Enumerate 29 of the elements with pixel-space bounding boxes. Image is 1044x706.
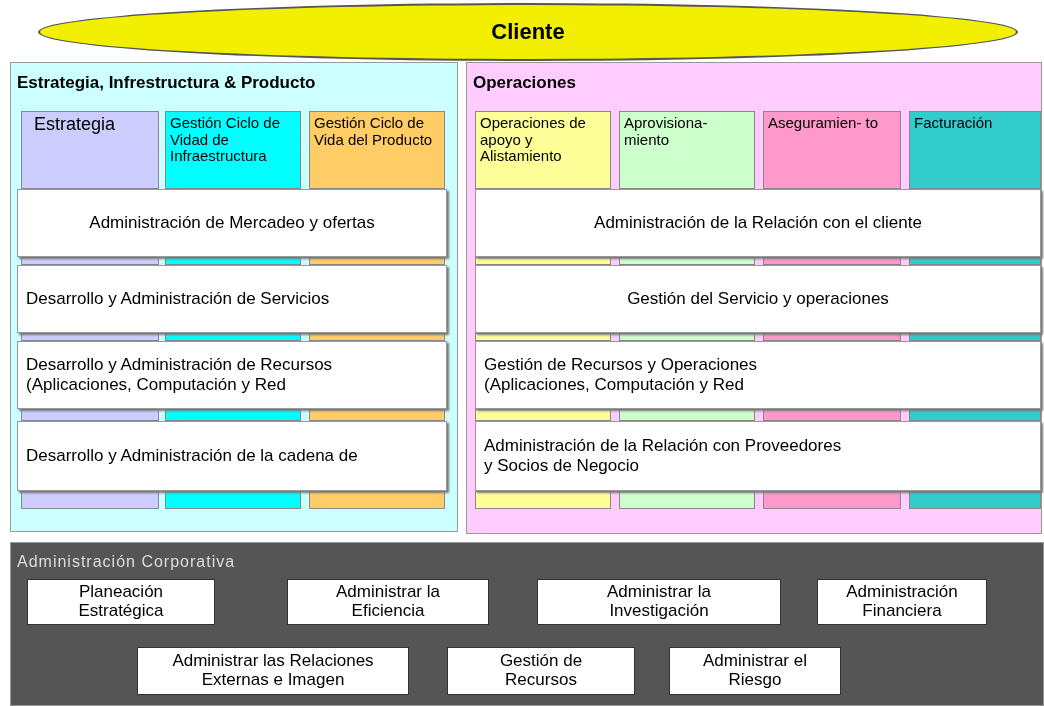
domain-panel: [466, 62, 1042, 534]
function-box: Administración Financiera: [817, 579, 987, 625]
domain-panel: [10, 62, 458, 532]
function-box: Gestión de Recursos: [447, 647, 635, 695]
process-row: Administración de la Relación con Proveedores y Socios de Negocio: [475, 421, 1041, 491]
process-column: Gestión Ciclo de Vida del Producto: [309, 111, 445, 189]
process-column: Operaciones de apoyo y Alistamiento: [475, 111, 611, 189]
function-box: Planeación Estratégica: [27, 579, 215, 625]
panel-title: Administración Corporativa: [17, 553, 236, 571]
process-column: Aseguramien- to: [763, 111, 901, 189]
process-row: Desarrollo y Administración de Servicios: [17, 265, 447, 333]
process-row: Gestión de Recursos y Operaciones (Aplicaciones, Computación y Red: [475, 341, 1041, 409]
process-row: Desarrollo y Administración de la cadena de: [17, 421, 447, 491]
process-column: Facturación: [909, 111, 1041, 189]
panel-title: Estrategia, Infrestructura & Producto: [17, 73, 316, 93]
panel-title: Operaciones: [473, 73, 576, 93]
process-column: Gestión Ciclo de Vidad de Infraestructura: [165, 111, 301, 189]
corporate-panel: [10, 542, 1044, 706]
process-row: Desarrollo y Administración de Recursos (Aplicaciones, Computación y Red: [17, 341, 447, 409]
function-box: Administrar la Eficiencia: [287, 579, 489, 625]
function-box: Administrar las Relaciones Externas e Imagen: [137, 647, 409, 695]
process-row: Administración de Mercadeo y ofertas: [17, 189, 447, 257]
process-column: Aprovisiona- miento: [619, 111, 755, 189]
function-box: Administrar el Riesgo: [669, 647, 841, 695]
function-box: Administrar la Investigación: [537, 579, 781, 625]
process-column: Estrategia: [21, 111, 159, 189]
process-row: Administración de la Relación con el cliente: [475, 189, 1041, 257]
client-ellipse: Cliente: [38, 3, 1018, 61]
process-row: Gestión del Servicio y operaciones: [475, 265, 1041, 333]
